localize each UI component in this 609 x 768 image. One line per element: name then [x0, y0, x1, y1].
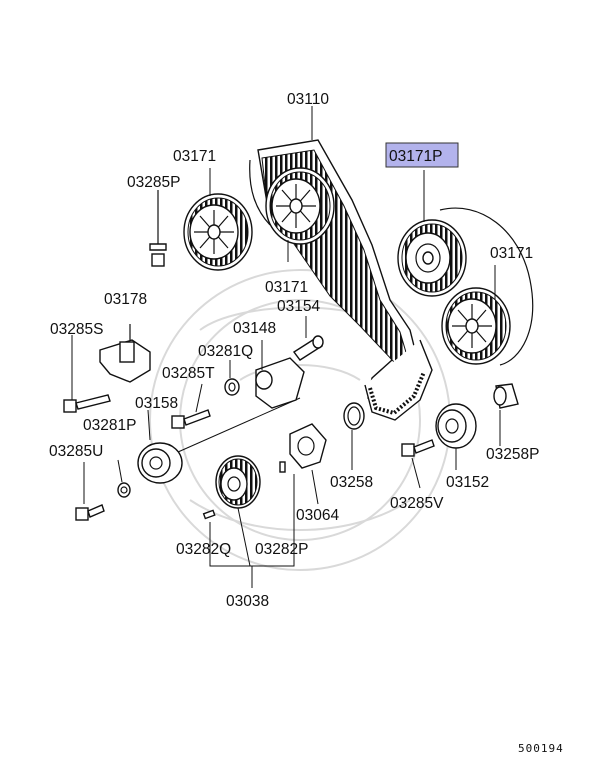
label-03148[interactable]: 03148: [233, 320, 276, 337]
label-03178[interactable]: 03178: [104, 291, 147, 308]
label-03282P[interactable]: 03282P: [255, 541, 308, 558]
bolt-03285T[interactable]: [171, 409, 211, 429]
washer-03281P[interactable]: [117, 482, 131, 498]
spacer[interactable]: [493, 383, 519, 409]
label-03158[interactable]: 03158: [135, 395, 178, 412]
idler-pulley[interactable]: [435, 403, 477, 449]
label-03285V[interactable]: 03285V: [390, 495, 444, 512]
reference-number: 500194: [518, 742, 564, 755]
label-03171-right[interactable]: 03171: [490, 245, 533, 262]
leader-lines: [71, 106, 501, 588]
highlight-box: [385, 142, 459, 168]
label-03281Q[interactable]: 03281Q: [198, 343, 253, 360]
crank-plate[interactable]: [289, 423, 327, 469]
label-03285U[interactable]: 03285U: [49, 443, 103, 460]
washer-03285T[interactable]: [224, 378, 240, 396]
camshaft-sprocket-right[interactable]: [439, 207, 534, 366]
bolt-03285U[interactable]: [75, 504, 105, 521]
key-03282Q[interactable]: [202, 509, 216, 520]
label-03038[interactable]: 03038: [226, 593, 269, 610]
label-03258[interactable]: 03258: [330, 474, 373, 491]
label-03064[interactable]: 03064: [296, 507, 339, 524]
label-03258P[interactable]: 03258P: [486, 446, 539, 463]
camshaft-sprocket-highlighted[interactable]: [397, 219, 467, 297]
label-03171-middle[interactable]: 03171: [265, 279, 308, 296]
label-03154[interactable]: 03154: [277, 298, 320, 315]
label-03152[interactable]: 03152: [446, 474, 489, 491]
key-03282P[interactable]: [279, 461, 286, 473]
label-03282Q[interactable]: 03282Q: [176, 541, 231, 558]
bolt-03285S[interactable]: [63, 394, 111, 413]
label-03171P[interactable]: 03171P: [389, 148, 442, 165]
label-03110[interactable]: 03110: [287, 91, 329, 108]
label-03285P[interactable]: 03285P: [127, 174, 180, 191]
camshaft-sprocket-middle[interactable]: [265, 167, 335, 245]
crankshaft-sprocket[interactable]: [215, 455, 261, 509]
part-labels: 03110 03171 03285P 03171P 03171 03171 03…: [49, 91, 539, 610]
bolt-03285V[interactable]: [401, 439, 435, 457]
tensioner-pulley[interactable]: [137, 397, 301, 484]
label-03285T[interactable]: 03285T: [162, 365, 215, 382]
camshaft-sprocket-left[interactable]: [183, 193, 253, 271]
idler-shaft[interactable]: [292, 335, 324, 361]
label-03281P[interactable]: 03281P: [83, 417, 136, 434]
label-03285S[interactable]: 03285S: [50, 321, 103, 338]
seal-ring[interactable]: [343, 402, 365, 430]
label-03171-left[interactable]: 03171: [173, 148, 216, 165]
tensioner-arm[interactable]: [255, 357, 305, 409]
tensioner-bracket[interactable]: [99, 324, 151, 383]
bolt-03285P[interactable]: [149, 190, 167, 267]
